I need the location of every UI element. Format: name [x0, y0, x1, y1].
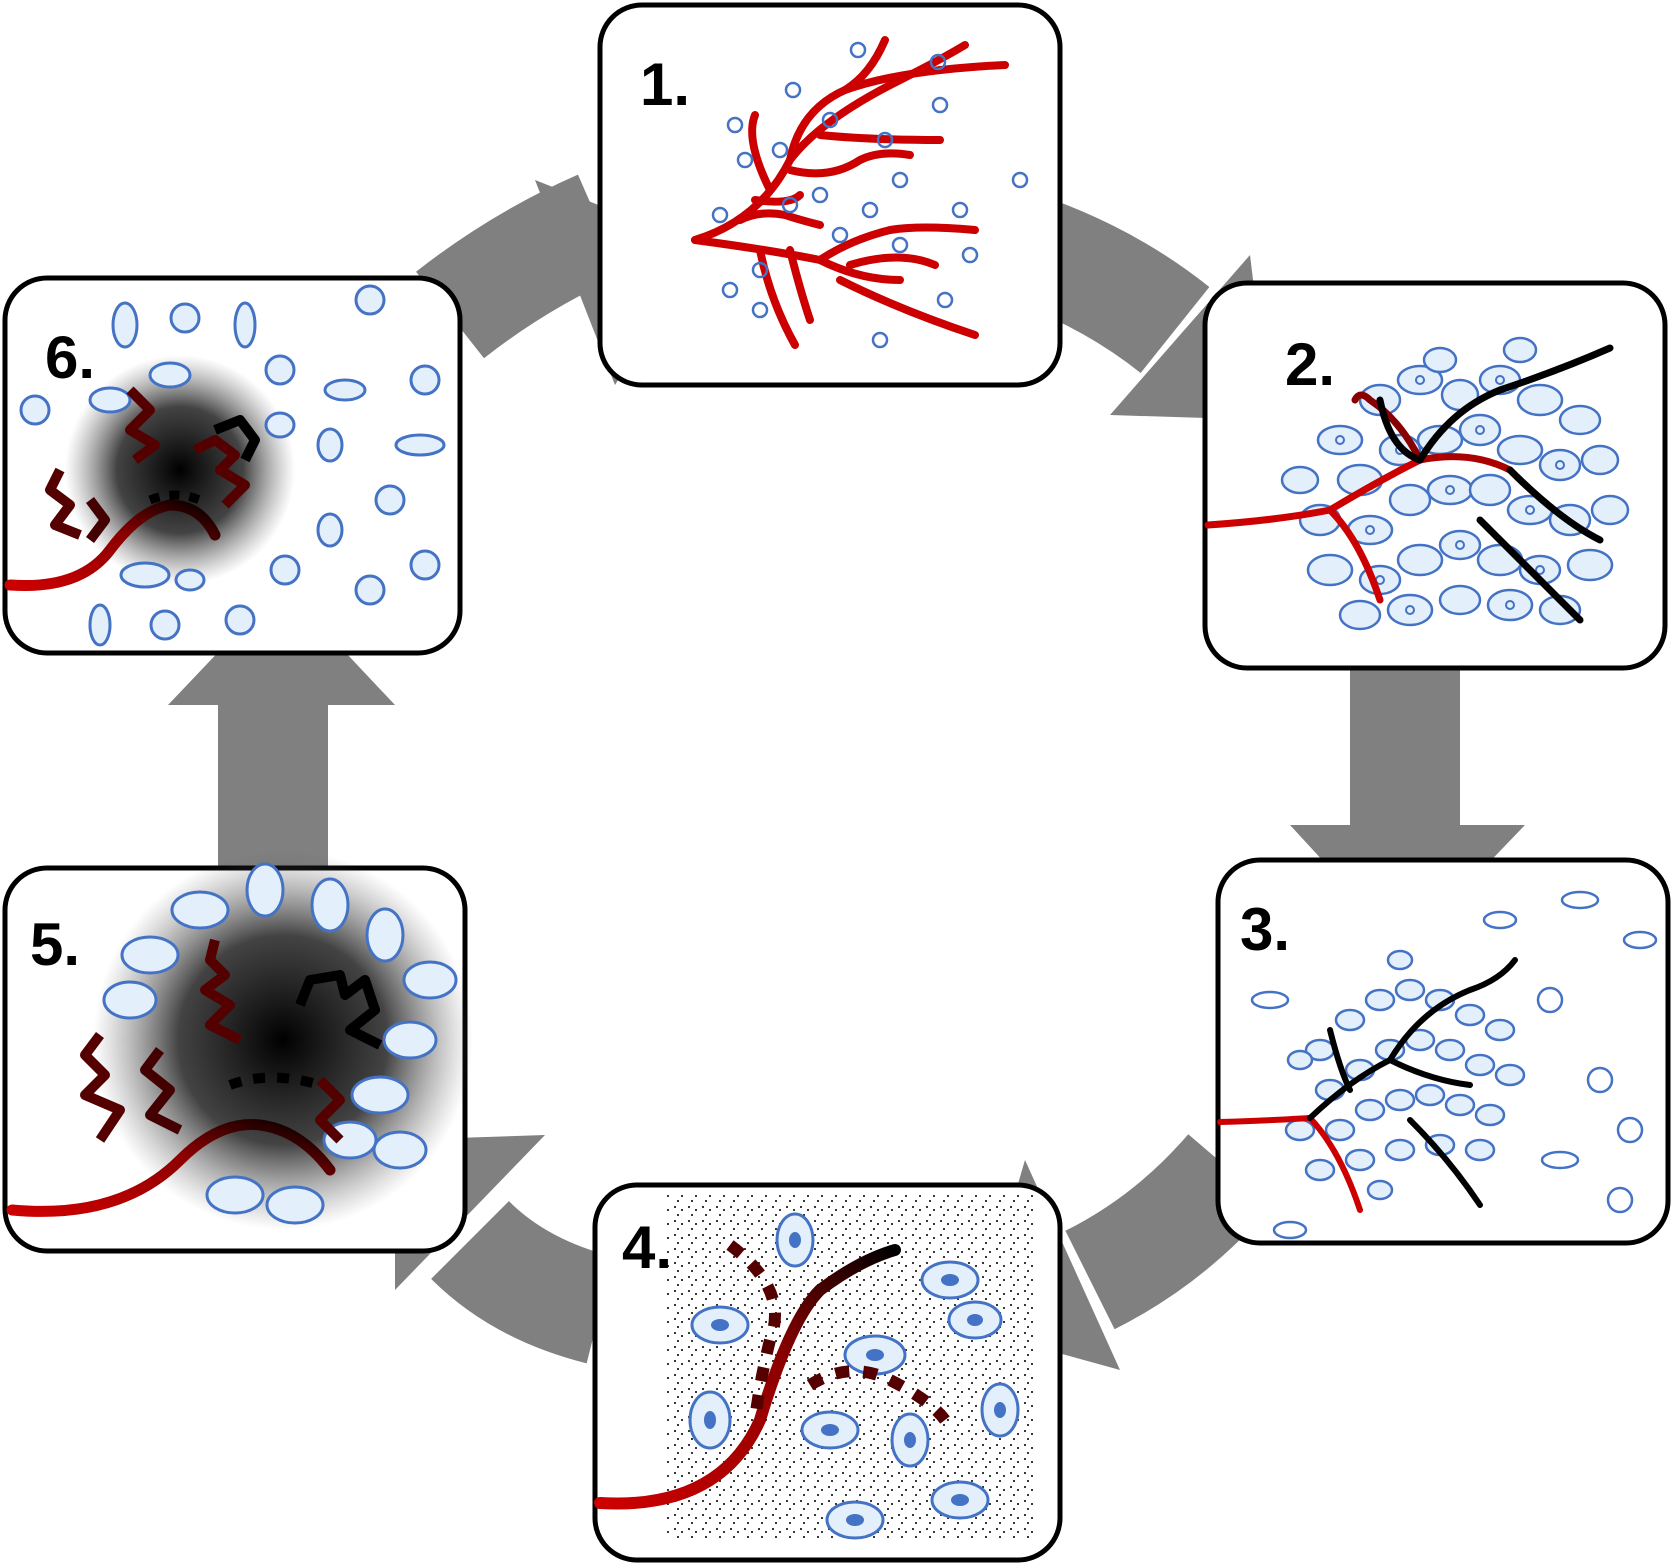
- panel-1-label: 1.: [640, 51, 690, 118]
- vessel-tree: [691, 36, 1009, 349]
- feeding-vessel: [6, 1118, 336, 1217]
- feeding-vessel: [4, 499, 221, 592]
- arrow-2-to-3: [1350, 665, 1460, 840]
- scattered-cells: [1250, 890, 1658, 1240]
- panel-5-label: 5.: [30, 911, 80, 978]
- vessel-fragment: [228, 1072, 322, 1090]
- cell-scatter: [711, 41, 1029, 349]
- tumor-cluster: [1284, 949, 1526, 1201]
- vessel-fragments: [726, 1240, 950, 1424]
- tumor-vessels: [1217, 957, 1518, 1213]
- arrow-4-to-5: [431, 1200, 615, 1364]
- large-cells: [688, 1212, 1020, 1540]
- panel-4-label: 4.: [622, 1214, 672, 1281]
- vessel-fragment: [148, 490, 202, 505]
- peripheral-cells: [19, 284, 446, 647]
- arrow-3-to-4: [1064, 1133, 1272, 1330]
- tortuous-vessels: [45, 386, 260, 543]
- nuclei: [704, 1232, 1006, 1526]
- panel-2: 2.: [1202, 280, 1668, 671]
- panel-1: 1.: [597, 2, 1063, 388]
- panel-3: 3.: [1215, 857, 1671, 1246]
- panel-3-label: 3.: [1240, 896, 1290, 963]
- panel-6: 6.: [2, 275, 463, 656]
- leaky-vessel: [594, 1244, 901, 1510]
- panel-2-label: 2.: [1285, 331, 1335, 398]
- arrow-5-to-6: [218, 700, 328, 870]
- peripheral-cells: [102, 862, 458, 1225]
- tumor-nuclei: [1335, 375, 1565, 615]
- panel-5: 5.: [2, 850, 473, 1254]
- panel-6-label: 6.: [45, 324, 95, 391]
- panel-4: 4.: [592, 1182, 1063, 1563]
- tortuous-vessels: [80, 938, 383, 1144]
- tumor-vessels: [1204, 344, 1614, 624]
